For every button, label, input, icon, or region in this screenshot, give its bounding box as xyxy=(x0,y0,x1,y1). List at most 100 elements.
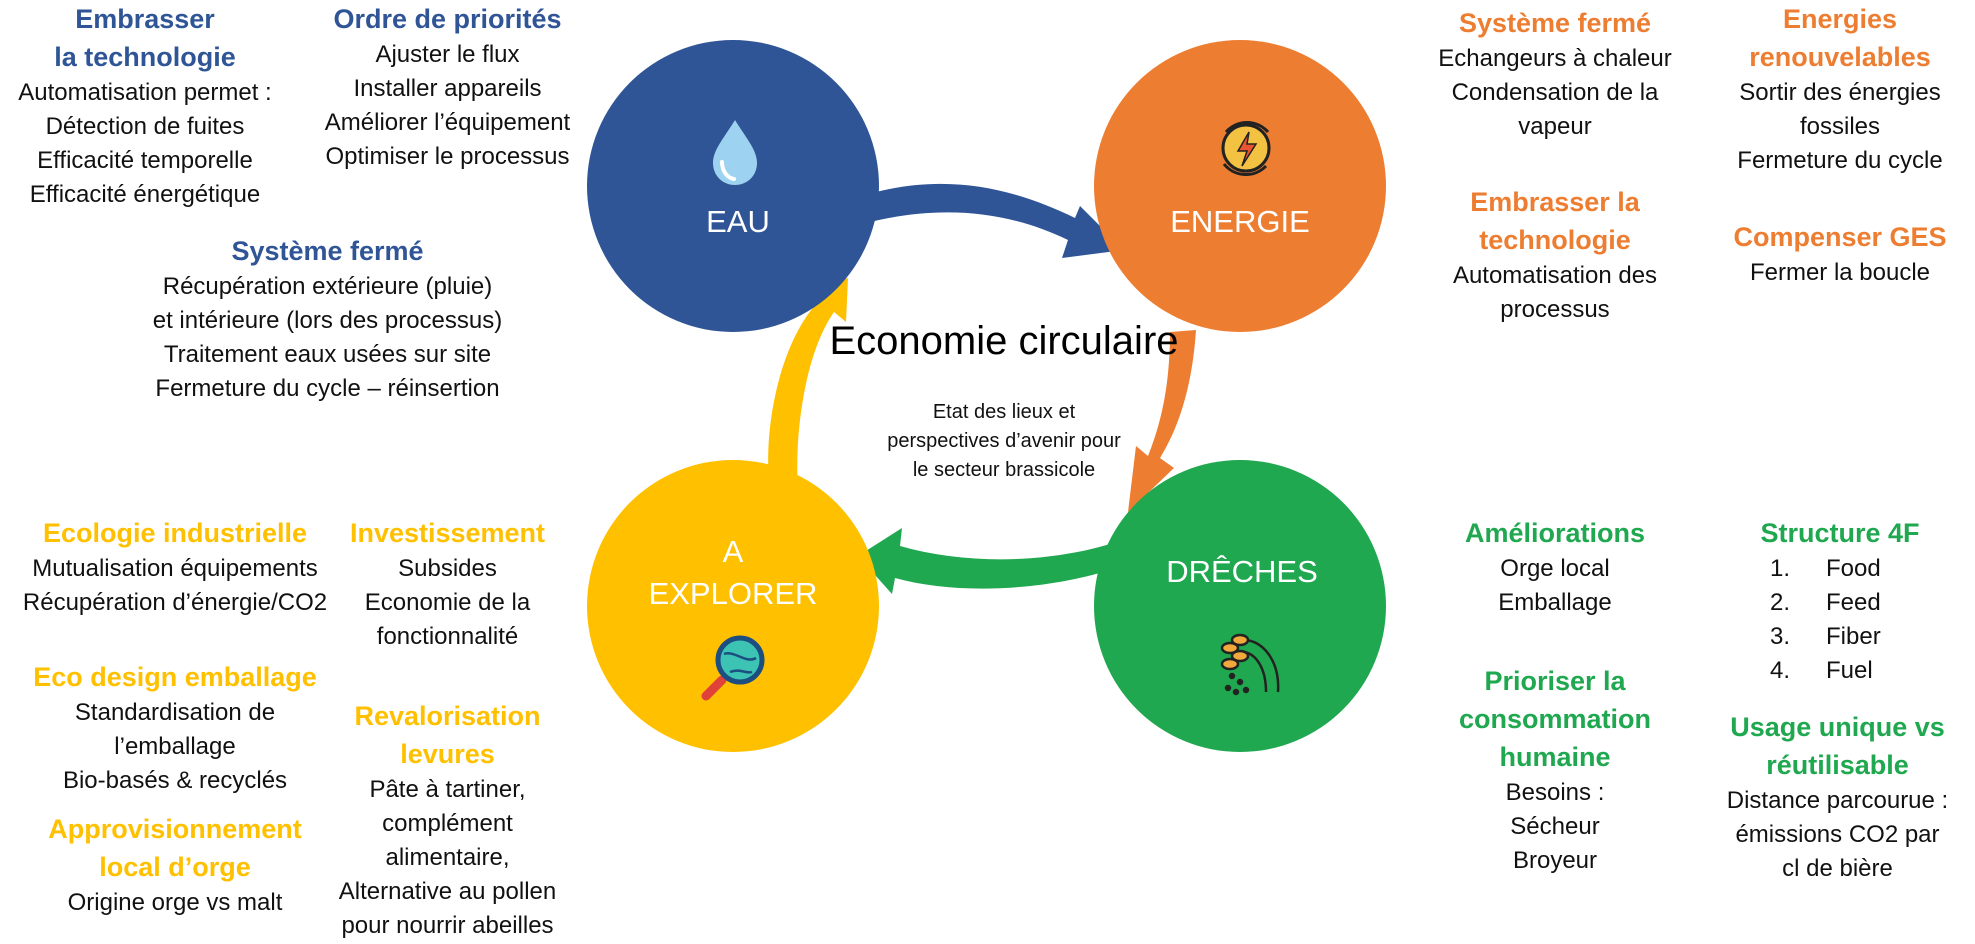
explore-yeast-line: alimentaire, xyxy=(385,844,510,871)
grain-human-block: Prioriser la consommation humaine Besoin… xyxy=(1430,662,1680,878)
explore-industrial-title: Ecologie industrielle xyxy=(42,518,308,548)
water-closed-title: Système fermé xyxy=(231,236,424,266)
explore-barley-title-2: local d’orge xyxy=(99,852,251,882)
explore-investment-title: Investissement xyxy=(349,518,546,548)
explore-yeast-block: Revalorisation levures Pâte à tartiner, … xyxy=(315,697,580,943)
explore-ecodesign-line: l’emballage xyxy=(114,733,236,760)
water-circle xyxy=(587,40,879,332)
energy-renewable-block: Energies renouvelables Sortir des énergi… xyxy=(1710,0,1970,178)
arrow-explore-to-water xyxy=(768,278,848,490)
energy-renewable-line: fossiles xyxy=(1799,113,1881,140)
energy-circle xyxy=(1094,40,1386,332)
water-closed-line: et intérieure (lors des processus) xyxy=(152,307,503,334)
grain-single-use-line: cl de bière xyxy=(1782,855,1893,882)
water-tech-title-2: la technologie xyxy=(54,42,236,72)
energy-tech-title-2: technologie xyxy=(1479,225,1631,255)
grain-single-use-line: Distance parcourue : xyxy=(1726,787,1949,814)
explore-yeast-line: complément xyxy=(382,810,513,837)
energy-closed-line: Echangeurs à chaleur xyxy=(1438,45,1672,72)
center-subtitle-line-3: le secteur brassicole xyxy=(913,459,1095,481)
water-tech-title-1: Embrasser xyxy=(75,4,215,34)
arrow-water-to-energy xyxy=(862,183,1124,258)
explore-investment-line: Economie de la xyxy=(364,589,531,616)
spent-grain-circle xyxy=(1094,460,1386,752)
energy-tech-title-1: Embrasser la xyxy=(1470,187,1640,217)
renewable-energy-icon xyxy=(1221,121,1271,177)
grain-human-line: Broyeur xyxy=(1512,847,1598,874)
center-subtitle-line-1: Etat des lieux et xyxy=(933,401,1076,423)
list-item: 4.Fuel xyxy=(1770,657,1873,684)
grain-structure-title: Structure 4F xyxy=(1760,518,1920,548)
water-tech-line: Détection de fuites xyxy=(45,113,245,140)
grain-improvements-line: Emballage xyxy=(1498,589,1612,616)
energy-renewable-title-2: renouvelables xyxy=(1749,42,1931,72)
explore-barley-block: Approvisionnement local d’orge Origine o… xyxy=(20,810,330,920)
energy-ghg-title: Compenser GES xyxy=(1733,222,1947,252)
grain-single-use-title-1: Usage unique vs xyxy=(1730,712,1945,742)
grain-single-use-title-2: réutilisable xyxy=(1766,750,1909,780)
grain-improvements-line: Orge local xyxy=(1500,555,1610,582)
energy-ghg-block: Compenser GES Fermer la boucle xyxy=(1710,218,1970,290)
water-priorities-line: Améliorer l’équipement xyxy=(324,109,571,136)
explore-industrial-line: Récupération d’énergie/CO2 xyxy=(22,589,328,616)
grain-single-use-block: Usage unique vs réutilisable Distance pa… xyxy=(1700,708,1975,886)
energy-tech-block: Embrasser la technologie Automatisation … xyxy=(1420,183,1690,327)
energy-renewable-line: Fermeture du cycle xyxy=(1737,147,1943,174)
explore-label-line-2: EXPLORER xyxy=(649,576,818,611)
water-tech-block: Embrasser la technologie Automatisation … xyxy=(0,0,290,212)
grain-improvements-title: Améliorations xyxy=(1464,518,1646,548)
energy-closed-line: Condensation de la xyxy=(1451,79,1659,106)
water-priorities-block: Ordre de priorités Ajuster le flux Insta… xyxy=(300,0,595,174)
explore-ecodesign-title: Eco design emballage xyxy=(33,662,317,692)
grain-improvements-block: Améliorations Orge local Emballage xyxy=(1430,514,1680,620)
explore-ecodesign-line: Bio-basés & recyclés xyxy=(62,767,288,794)
explore-yeast-line: Pâte à tartiner, xyxy=(369,776,526,803)
water-closed-line: Traitement eaux usées sur site xyxy=(163,341,492,368)
spent-grain-label: DRÊCHES xyxy=(1166,554,1318,589)
explore-investment-block: Investissement Subsides Economie de la f… xyxy=(340,514,555,654)
water-closed-line: Fermeture du cycle – réinsertion xyxy=(155,375,500,402)
water-closed-line: Récupération extérieure (pluie) xyxy=(162,273,493,300)
list-item: 2.Feed xyxy=(1770,589,1881,616)
grain-human-line: Besoins : xyxy=(1505,779,1605,806)
explore-circle xyxy=(587,460,879,752)
water-tech-line: Automatisation permet : xyxy=(18,79,272,106)
arrow-energy-to-grain xyxy=(1128,330,1196,512)
explore-investment-line: Subsides xyxy=(398,555,497,582)
explore-yeast-line: pour nourrir abeilles xyxy=(341,912,554,939)
grain-wheat-icon xyxy=(1220,633,1280,696)
grain-human-title-1: Prioriser la xyxy=(1484,666,1626,696)
center-subtitle-line-2: perspectives d’avenir pour xyxy=(887,430,1121,452)
explore-industrial-block: Ecologie industrielle Mutualisation équi… xyxy=(5,514,345,620)
explore-label-line-1: A xyxy=(723,534,744,569)
grain-structure-list: 1.Food 2.Feed 3.Fiber 4.Fuel xyxy=(1770,552,1970,688)
water-drop-icon xyxy=(713,120,757,185)
explore-yeast-title-2: levures xyxy=(400,739,495,769)
center-title: Economie circulaire xyxy=(829,319,1178,363)
list-item: 3.Fiber xyxy=(1770,623,1881,650)
magnifier-globe-icon xyxy=(701,635,765,701)
explore-yeast-title-1: Revalorisation xyxy=(354,701,541,731)
arrow-grain-to-explore xyxy=(858,528,1116,594)
explore-industrial-line: Mutualisation équipements xyxy=(32,555,318,582)
grain-human-title-3: humaine xyxy=(1499,742,1611,772)
explore-yeast-line: Alternative au pollen xyxy=(338,878,557,905)
water-priorities-line: Optimiser le processus xyxy=(325,143,570,170)
energy-closed-line: vapeur xyxy=(1518,113,1592,140)
explore-barley-line: Origine orge vs malt xyxy=(67,889,283,916)
water-priorities-line: Ajuster le flux xyxy=(375,41,520,68)
list-item: 1.Food xyxy=(1770,555,1881,582)
grain-human-line: Sécheur xyxy=(1510,813,1600,840)
water-closed-system-block: Système fermé Récupération extérieure (p… xyxy=(115,232,540,406)
explore-barley-title-1: Approvisionnement xyxy=(48,814,302,844)
energy-tech-line: processus xyxy=(1500,296,1610,323)
water-tech-line: Efficacité temporelle xyxy=(37,147,253,174)
energy-renewable-title-1: Energies xyxy=(1782,4,1898,34)
grain-structure-block: Structure 4F 1.Food 2.Feed 3.Fiber 4.Fue… xyxy=(1710,514,1970,688)
energy-closed-system-block: Système fermé Echangeurs à chaleur Conde… xyxy=(1420,4,1690,144)
energy-ghg-line: Fermer la boucle xyxy=(1749,259,1931,286)
water-label: EAU xyxy=(706,204,770,239)
energy-tech-line: Automatisation des xyxy=(1452,262,1658,289)
explore-investment-line: fonctionnalité xyxy=(376,623,519,650)
